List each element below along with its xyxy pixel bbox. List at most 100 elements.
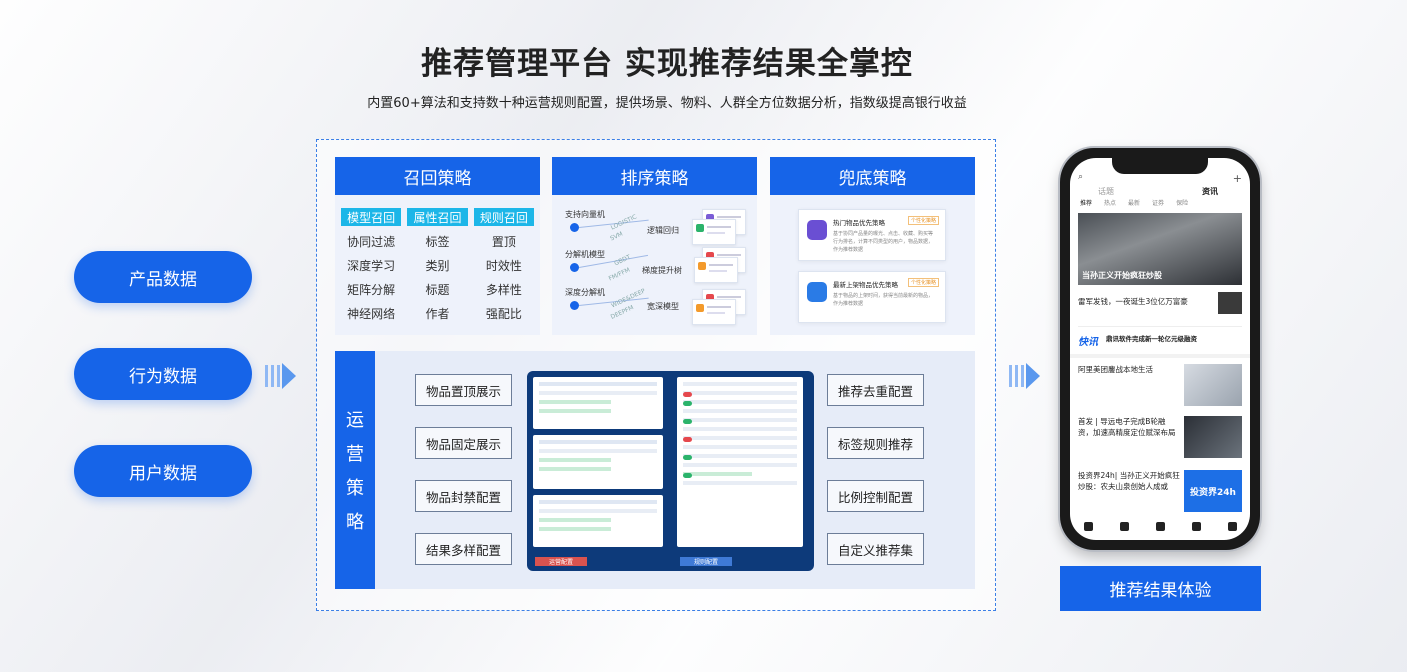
category-tab[interactable]: 推荐 <box>1080 200 1093 207</box>
tab-ops-config[interactable]: 运营配置 <box>535 557 587 566</box>
fallback-card-desc: 基于协同产品量的曝光、点击、收藏、购买等行为排名，计算不同类型的用户，物品数据，… <box>833 231 934 253</box>
ops-item-fixed[interactable]: 物品固定展示 <box>415 427 512 459</box>
ranking-model-label: 分解机模型 <box>565 250 605 259</box>
recall-method-item: 强配比 <box>485 306 522 321</box>
tab-topic[interactable]: 话题 <box>1098 187 1114 196</box>
config-list-panel <box>533 435 663 489</box>
phone-category-tabs: 推荐 热点 最新 证券 保险 <box>1080 198 1244 207</box>
hero-caption: 当孙正义开始疯狂炒股 <box>1082 271 1162 280</box>
recall-grid: 模型召回属性召回规则召回协同过滤标签置顶深度学习类别时效性矩阵分解标题多样性神经… <box>335 195 540 322</box>
category-tab[interactable]: 保险 <box>1176 200 1189 207</box>
ops-item-dedup[interactable]: 推荐去重配置 <box>827 374 924 406</box>
fallback-card-tag: 个性化策略 <box>907 278 939 287</box>
recall-method-item: 深度学习 <box>347 258 396 273</box>
fallback-strategy-title: 兜底策略 <box>770 157 975 195</box>
fallback-card-title: 最新上架物品优先策略 <box>833 281 898 289</box>
experience-button[interactable]: 推荐结果体验 <box>1060 566 1261 611</box>
camera-icon[interactable] <box>1155 521 1165 531</box>
search-icon[interactable]: ⌕ <box>1078 172 1084 182</box>
news-item[interactable]: 投资界24h| 当孙正义开始疯狂炒股：农夫山泉创始人成或 <box>1078 471 1180 491</box>
recall-strategy-title: 召回策略 <box>335 157 540 195</box>
category-tab[interactable]: 证券 <box>1152 200 1165 207</box>
operations-label-char: 策 <box>346 478 364 499</box>
config-list-panel <box>533 377 663 429</box>
ranking-model-label: 支持向量机 <box>565 210 605 219</box>
user-icon[interactable] <box>1227 521 1237 531</box>
data-source-product[interactable]: 产品数据 <box>74 251 252 303</box>
recall-method-item: 时效性 <box>485 258 522 273</box>
hero-article[interactable]: 当孙正义开始疯狂炒股 <box>1078 213 1242 285</box>
page-title: 推荐管理平台 实现推荐结果全掌控 <box>421 46 913 82</box>
divider <box>1078 326 1242 327</box>
config-screen <box>527 371 814 571</box>
news-thumbnail <box>1218 292 1242 314</box>
ops-item-ratio[interactable]: 比例控制配置 <box>827 480 924 512</box>
ranking-tag: FM/FFM <box>607 266 632 283</box>
ops-item-ban[interactable]: 物品封禁配置 <box>415 480 512 512</box>
recall-method-item: 标签 <box>425 234 450 249</box>
recall-method-item: 模型召回 <box>341 208 402 226</box>
news-item[interactable]: 雷军发钱，一夜诞生3位亿万富豪 <box>1078 297 1188 306</box>
recall-method-item: 神经网络 <box>347 306 396 321</box>
data-source-user[interactable]: 用户数据 <box>74 445 252 497</box>
news-item[interactable]: 阿里美团鏖战本地生活 <box>1078 365 1153 374</box>
phone-notch <box>1112 158 1208 174</box>
fallback-card-tag: 个性化策略 <box>907 216 939 225</box>
data-source-behavior[interactable]: 行为数据 <box>74 348 252 400</box>
ranking-strategy-panel: 排序策略 支持向量机 分解机模型 深度分解机 LOGISTIC SVM GBDT… <box>552 157 757 335</box>
fallback-card-new: 最新上架物品优先策略 个性化策略 基于物品的上架时间，获得当前最新的物品，作为推… <box>798 271 946 323</box>
ranking-model-label: 深度分解机 <box>565 288 605 297</box>
chat-icon[interactable] <box>1119 521 1129 531</box>
model-node <box>570 301 579 310</box>
news-brand: 快讯 <box>1078 337 1098 348</box>
config-list-panel <box>533 495 663 547</box>
add-icon[interactable]: + <box>1232 172 1242 185</box>
divider <box>1070 354 1250 358</box>
recall-method-item: 置顶 <box>491 234 516 249</box>
ops-item-custom-set[interactable]: 自定义推荐集 <box>827 533 924 565</box>
ops-item-pin[interactable]: 物品置顶展示 <box>415 374 512 406</box>
ranking-model-label: 逻辑回归 <box>647 226 679 235</box>
arrow-right-icon <box>265 363 303 389</box>
model-node <box>570 263 579 272</box>
ranking-strategy-title: 排序策略 <box>552 157 757 195</box>
phone-bottom-nav <box>1070 518 1250 534</box>
recall-method-item: 标题 <box>425 282 450 297</box>
ranking-model-label: 梯度提升树 <box>642 266 682 275</box>
phone-header: ⌕ 话题 资讯 + <box>1070 172 1250 196</box>
news-item[interactable]: 鼎讯软件完成新一轮亿元级融资 <box>1106 335 1197 343</box>
ranking-model-label: 宽深模型 <box>647 302 679 311</box>
recall-method-item: 类别 <box>425 258 450 273</box>
recall-strategy-panel: 召回策略 模型召回属性召回规则召回协同过滤标签置顶深度学习类别时效性矩阵分解标题… <box>335 157 540 335</box>
model-node <box>570 223 579 232</box>
recall-method-item: 属性召回 <box>407 208 468 226</box>
ranking-tag: SVM <box>609 230 624 243</box>
people-icon[interactable] <box>1083 521 1093 531</box>
rule-config-panel <box>677 377 803 547</box>
recall-method-item: 规则召回 <box>473 208 534 226</box>
fallback-strategy-panel: 兜底策略 热门物品优先策略 个性化策略 基于协同产品量的曝光、点击、收藏、购买等… <box>770 157 975 335</box>
operations-label: 运 营 策 略 <box>335 351 375 589</box>
page-subtitle: 内置60+算法和支持数十种运营规则配置，提供场景、物料、人群全方位数据分析，指数… <box>367 96 967 111</box>
news-thumbnail <box>1184 416 1242 458</box>
ranking-tag: LOGISTIC <box>609 213 638 232</box>
new-items-icon <box>807 282 827 302</box>
news-item[interactable]: 首发 | 导远电子完成B轮融资，加速高精度定位赋深布局 <box>1078 417 1176 437</box>
result-card <box>694 257 738 283</box>
ops-item-diversity[interactable]: 结果多样配置 <box>415 533 512 565</box>
ranking-tag: GBDT <box>613 253 632 268</box>
recall-method-item: 作者 <box>425 306 450 321</box>
tab-news[interactable]: 资讯 <box>1202 187 1218 196</box>
operations-label-char: 营 <box>346 444 364 465</box>
news-thumbnail <box>1184 364 1242 406</box>
ops-item-tag-rule[interactable]: 标签规则推荐 <box>827 427 924 459</box>
dollar-icon[interactable] <box>1191 521 1201 531</box>
fallback-card-hot: 热门物品优先策略 个性化策略 基于协同产品量的曝光、点击、收藏、购买等行为排名，… <box>798 209 946 261</box>
tab-rule-config[interactable]: 规则配置 <box>680 557 732 566</box>
phone-screen: ⌕ 话题 资讯 + 推荐 热点 最新 证券 保险 当孙正义开始疯狂炒股 雷军发钱… <box>1070 158 1250 540</box>
category-tab[interactable]: 最新 <box>1128 200 1141 207</box>
fallback-card-title: 热门物品优先策略 <box>833 219 885 227</box>
result-card <box>692 299 736 325</box>
category-tab[interactable]: 热点 <box>1104 200 1117 207</box>
recall-method-item: 多样性 <box>485 282 522 297</box>
